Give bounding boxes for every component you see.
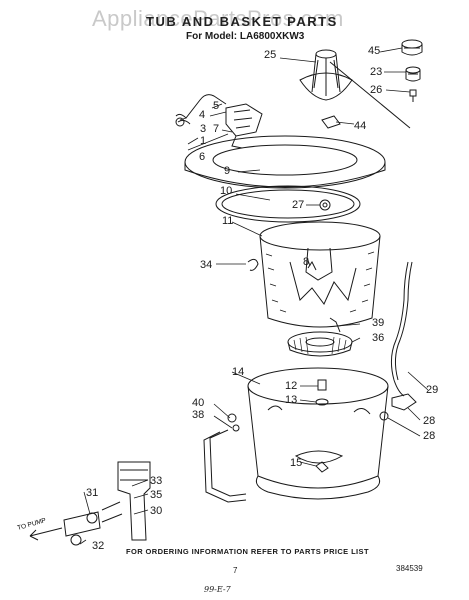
tub-outlet-tube (209, 429, 247, 497)
pressure-switch (379, 393, 417, 421)
nut-12 (317, 379, 327, 391)
basket (259, 221, 381, 328)
drain-plug-15 (315, 461, 329, 473)
callout-32: 31 (86, 487, 99, 499)
callout-27: 27 (292, 199, 305, 211)
watermark: AppliancePartsPros.com (92, 6, 344, 31)
spin-nut (319, 199, 331, 211)
handwritten-note: 99-E-7 (204, 585, 231, 594)
grommet-40 (227, 413, 237, 423)
callout-11: 11 (222, 215, 234, 227)
diagram-title: TUB AND BASKET PARTS (146, 14, 338, 29)
callout-39: 39 (372, 317, 385, 329)
clip-8 (307, 261, 317, 271)
callout-40: 40 (192, 397, 205, 409)
callout-31: 30 (150, 505, 163, 517)
callout-25: 25 (264, 49, 277, 61)
callout-36: 35 (150, 489, 163, 501)
callout-13: 13 (285, 394, 298, 406)
air-dome-hose (390, 261, 409, 397)
callout-29: 28 (423, 415, 436, 427)
leader-lines (79, 47, 429, 545)
drain-hose-assembly (101, 461, 151, 541)
callout-3: 3 (200, 123, 207, 135)
callout-14: 14 (232, 366, 245, 378)
agitator-dogs (405, 66, 421, 82)
callout-6: 6 (199, 151, 206, 163)
switch-assembly (175, 94, 263, 149)
callout-10: 10 (220, 185, 233, 197)
tub-gasket (215, 185, 361, 223)
ordering-note: FOR ORDERING INFORMATION REFER TO PARTS … (126, 547, 369, 556)
callout-8: 8 (303, 256, 310, 268)
callout-38: 38 (192, 409, 205, 421)
seal-44 (321, 115, 341, 129)
callout-34: 33 (150, 475, 163, 487)
tub-ring (184, 135, 386, 189)
callout-1: 1 (200, 135, 207, 147)
callout-12: 12 (285, 380, 298, 392)
callout-28: 28 (423, 430, 436, 442)
callout-4: 4 (199, 109, 206, 121)
to-pump-arrow (29, 527, 63, 541)
grommet-38 (232, 424, 240, 432)
hose-clamps (63, 511, 101, 546)
callout-7: 7 (213, 123, 220, 135)
agitator (299, 49, 353, 101)
agitator-bolt (329, 61, 417, 129)
clip-35 (247, 258, 259, 271)
callout-30: 29 (426, 384, 439, 396)
basket-drive-hub (287, 331, 353, 357)
callout-37: 36 (372, 332, 385, 344)
callout-44: 44 (354, 120, 367, 132)
callout-45: 45 (368, 45, 381, 57)
callout-33: 32 (92, 540, 105, 552)
callout-5: 5 (213, 100, 220, 112)
callout-9: 9 (224, 165, 231, 177)
bolt-39 (329, 317, 341, 333)
callout-23: 23 (370, 66, 383, 78)
document-number: 384539 (396, 564, 423, 573)
page-number: 7 (233, 566, 238, 575)
callout-15: 15 (290, 457, 303, 469)
callout-26: 26 (370, 84, 383, 96)
agitator-cap (401, 39, 423, 56)
callout-35: 34 (200, 259, 213, 271)
model-line: For Model: LA6800XKW3 (186, 31, 305, 42)
to-pump-label: TO PUMP (17, 517, 47, 532)
